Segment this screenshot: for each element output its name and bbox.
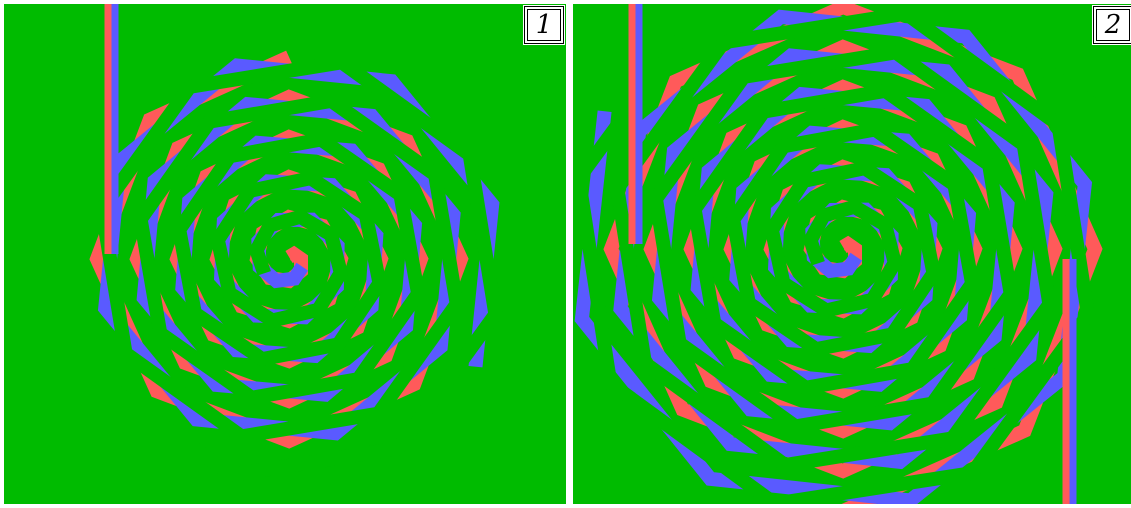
green-spiral-arm (86, 54, 503, 483)
spiral-1 (86, 4, 503, 483)
green-spiral-arm (573, 4, 1098, 504)
panel-1: 1 (4, 4, 566, 504)
spiral-2 (573, 4, 1103, 504)
panel-2: 2 (573, 4, 1131, 504)
spiral-diagram-1 (4, 4, 566, 504)
spiral-diagram-2 (573, 4, 1131, 504)
panel-2-label: 2 (1092, 5, 1131, 45)
panel-1-label: 1 (523, 5, 565, 45)
